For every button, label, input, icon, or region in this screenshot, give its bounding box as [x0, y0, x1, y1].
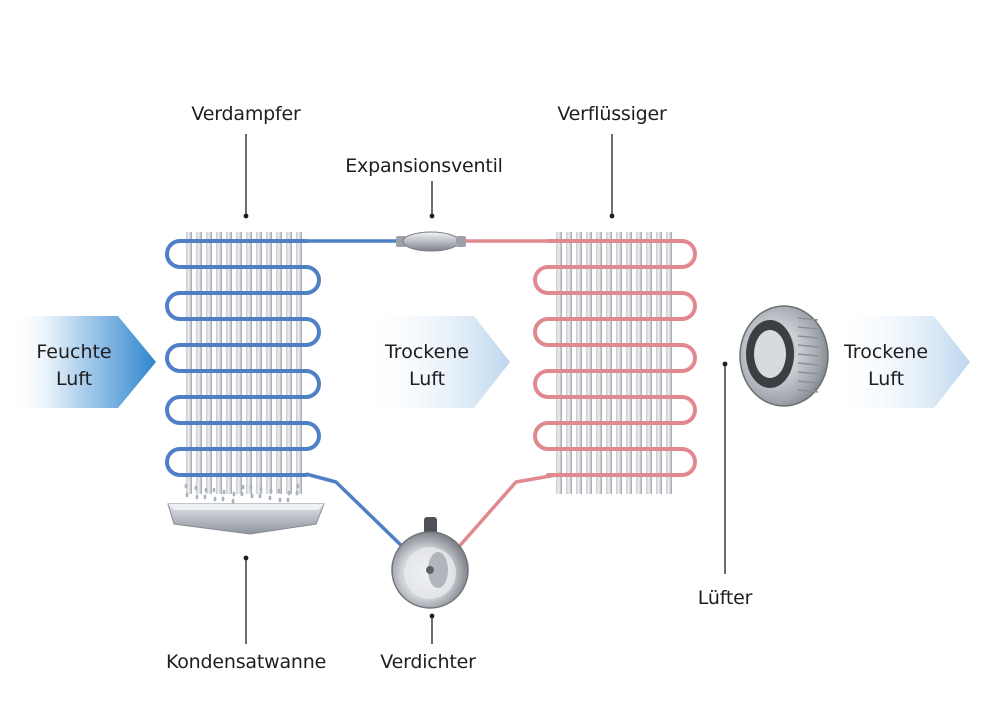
- compressor-label: Verdichter: [380, 651, 476, 673]
- humid-air-arrow: [12, 316, 156, 408]
- fin: [216, 232, 222, 494]
- expansion-valve-label: Expansionsventil: [345, 155, 503, 177]
- condensate-drop: [184, 483, 188, 489]
- fan-component: [739, 305, 829, 407]
- condensate-drop: [203, 494, 207, 500]
- fin: [666, 232, 672, 494]
- condensate-drop: [250, 493, 254, 499]
- condensate-drop: [212, 487, 216, 493]
- condensate-drop: [204, 487, 208, 493]
- dry-air-out-label: Trockene Luft: [844, 339, 928, 393]
- condensate-drop: [231, 498, 235, 504]
- condenser-fins: [556, 232, 672, 494]
- fin: [556, 232, 562, 494]
- fin: [566, 232, 572, 494]
- condensate-drop: [287, 490, 291, 496]
- evaporator-fins: [186, 232, 302, 494]
- compressor-component: [391, 517, 469, 609]
- condensate-drop: [269, 488, 273, 494]
- condensate-drop: [232, 491, 236, 497]
- condensate-drop: [268, 495, 272, 501]
- condensate-drop: [259, 486, 263, 492]
- fan-blade: [797, 380, 819, 384]
- condensate-drop: [249, 484, 253, 490]
- fan-blade: [797, 353, 819, 357]
- fin: [206, 232, 212, 494]
- condensate-tray-label: Kondensatwanne: [165, 651, 327, 673]
- evaporator-label: Verdampfer: [191, 103, 301, 125]
- condensate-tray-component: [167, 483, 325, 535]
- pipe-compressor-to-condenser: [454, 472, 563, 552]
- fin: [286, 232, 292, 494]
- fin: [256, 232, 262, 494]
- condensate-drop: [286, 497, 290, 503]
- condensate-drop: [296, 483, 300, 489]
- dry-air-arrow-middle: [362, 316, 510, 408]
- dry-air-out-line-2: Luft: [867, 368, 905, 390]
- fin: [226, 232, 232, 494]
- condensate-drop: [222, 489, 226, 495]
- evaporator-coil: [165, 239, 321, 477]
- dry-air-arrow-out: [832, 316, 970, 408]
- fan-blade: [797, 317, 819, 321]
- fan-label: Lüfter: [697, 587, 753, 609]
- condensate-drop: [241, 484, 245, 490]
- condensate-drop: [295, 490, 299, 496]
- leader-lines: [243, 134, 728, 644]
- fin: [576, 232, 582, 494]
- fin: [656, 232, 662, 494]
- dry-air-middle-line-1: Trockene: [384, 341, 470, 363]
- fan-blade: [797, 344, 819, 348]
- fin: [186, 232, 192, 494]
- condensate-drop: [258, 493, 262, 499]
- condenser-label: Verflüssiger: [557, 103, 667, 125]
- fin: [296, 232, 302, 494]
- fin: [596, 232, 602, 494]
- humid-air-line-2: Luft: [55, 368, 93, 390]
- fan-blade: [797, 389, 819, 393]
- condensate-drop: [278, 497, 282, 503]
- fan-blade: [797, 335, 819, 339]
- fin: [266, 232, 272, 494]
- humid-air-line-1: Feuchte: [36, 341, 112, 363]
- fin: [606, 232, 612, 494]
- condensate-drop: [213, 496, 217, 502]
- fin: [586, 232, 592, 494]
- fin: [636, 232, 642, 494]
- fan-blade: [797, 371, 819, 375]
- fin: [246, 232, 252, 494]
- fin: [196, 232, 202, 494]
- condensate-drop: [194, 485, 198, 491]
- expansion-valve-component: [396, 231, 466, 252]
- fin: [616, 232, 622, 494]
- condensate-drop: [185, 492, 189, 498]
- condensate-drop: [221, 496, 225, 502]
- fan-blade: [797, 326, 819, 330]
- fin: [626, 232, 632, 494]
- condensate-drop: [277, 488, 281, 494]
- condensate-drop: [240, 491, 244, 497]
- dry-air-out-line-1: Trockene: [843, 341, 929, 363]
- fan-blade: [797, 362, 819, 366]
- fin: [646, 232, 652, 494]
- condensate-drop: [195, 494, 199, 500]
- fin: [236, 232, 242, 494]
- dry-air-middle-label: Trockene Luft: [385, 339, 469, 393]
- pipe-evaporator-to-compressor: [305, 472, 410, 554]
- dry-air-middle-line-2: Luft: [408, 368, 446, 390]
- humid-air-label: Feuchte Luft: [36, 339, 111, 393]
- fin: [276, 232, 282, 494]
- condenser-coil: [533, 239, 697, 477]
